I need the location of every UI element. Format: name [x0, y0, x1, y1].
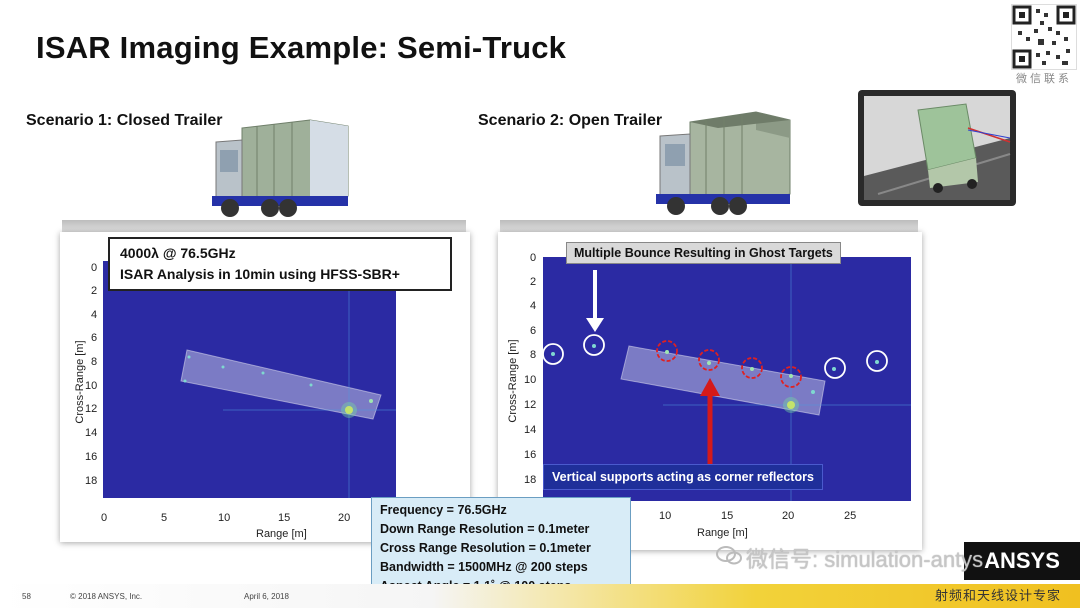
corner-reflector-circle	[656, 340, 678, 362]
right-y-tick: 2	[530, 276, 537, 288]
analysis-callout: 4000λ @ 76.5GHz ISAR Analysis in 10min u…	[108, 237, 452, 291]
param-frequency: Frequency = 76.5GHz	[380, 503, 507, 517]
qr-caption: 微信联系	[1016, 73, 1072, 85]
left-y-tick: 12	[85, 403, 98, 415]
footer-date: April 6, 2018	[244, 592, 289, 601]
right-annotations	[542, 270, 888, 464]
left-isar-plot	[103, 261, 396, 498]
left-x-tick: 5	[161, 512, 168, 524]
simulation-screenshot-inset	[858, 90, 1016, 206]
right-y-tick: 4	[530, 300, 537, 312]
left-x-axis-label: Range [m]	[256, 528, 307, 540]
corner-reflector-circle	[780, 366, 802, 388]
right-x-tick: 15	[721, 510, 734, 522]
right-y-tick: 16	[524, 449, 537, 461]
wechat-watermark-text: 微信号: simulation-antys	[746, 547, 984, 572]
ghost-arrow-head	[586, 318, 604, 332]
scenario-1-title: Scenario 1: Closed Trailer	[26, 112, 223, 129]
slide-title: ISAR Imaging Example: Semi-Truck	[36, 30, 567, 65]
left-panel-bevel	[62, 220, 466, 234]
right-isar-plot	[543, 257, 911, 501]
ghost-target-circle	[542, 343, 564, 365]
left-y-tick: 14	[85, 427, 98, 439]
closed-trailer-truck-image	[212, 116, 352, 225]
left-y-tick: 6	[91, 332, 98, 344]
callout-line-2: ISAR Analysis in 10min using HFSS-SBR+	[120, 266, 400, 282]
ghost-targets-label: Multiple Bounce Resulting in Ghost Targe…	[566, 242, 841, 264]
right-y-tick: 0	[530, 252, 537, 264]
right-y-tick: 10	[524, 374, 537, 386]
left-y-axis-label: Cross-Range [m]	[74, 340, 86, 424]
open-trailer-truck-image	[656, 108, 792, 225]
param-down-range: Down Range Resolution = 0.1meter	[380, 522, 590, 536]
page-number: 58	[22, 592, 31, 601]
scenario-2-title: Scenario 2: Open Trailer	[478, 112, 663, 129]
watermark-subtitle: 射频和天线设计专家	[935, 588, 1062, 603]
callout-line-1: 4000λ @ 76.5GHz	[120, 245, 236, 261]
corner-reflector-circle	[741, 357, 763, 379]
right-x-tick: 25	[844, 510, 857, 522]
left-y-tick: 8	[91, 356, 98, 368]
left-y-tick: 18	[85, 475, 98, 487]
left-x-tick: 15	[278, 512, 291, 524]
qr-code	[1011, 4, 1077, 70]
ghost-target-circle	[583, 334, 605, 356]
right-x-tick: 20	[782, 510, 795, 522]
left-y-tick: 10	[85, 380, 98, 392]
wechat-icon	[716, 546, 742, 565]
right-y-tick: 18	[524, 474, 537, 486]
right-y-tick: 8	[530, 349, 537, 361]
left-x-tick: 0	[101, 512, 108, 524]
param-cross-range: Cross Range Resolution = 0.1meter	[380, 541, 591, 555]
left-x-tick: 20	[338, 512, 351, 524]
param-bandwidth: Bandwidth = 1500MHz @ 200 steps	[380, 560, 588, 574]
corner-reflectors-label: Vertical supports acting as corner refle…	[543, 464, 823, 490]
left-y-tick: 2	[91, 285, 98, 297]
copyright: © 2018 ANSYS, Inc.	[70, 592, 143, 601]
corner-reflector-circle	[698, 349, 720, 371]
ghost-target-circle	[824, 357, 846, 379]
left-y-tick: 16	[85, 451, 98, 463]
left-y-tick: 4	[91, 309, 98, 321]
left-y-tick: 0	[91, 262, 98, 274]
footer-bar	[0, 584, 1080, 608]
ansys-logo: ANSYS	[964, 542, 1080, 580]
right-y-tick: 14	[524, 424, 537, 436]
right-panel-bevel	[500, 220, 918, 234]
right-x-tick: 10	[659, 510, 672, 522]
corner-arrow-head	[700, 378, 720, 396]
right-y-axis-label: Cross-Range [m]	[507, 339, 519, 423]
ghost-target-circle	[866, 350, 888, 372]
right-y-tick: 12	[524, 399, 537, 411]
right-y-tick: 6	[530, 325, 537, 337]
right-x-axis-label: Range [m]	[697, 527, 748, 539]
left-x-tick: 10	[218, 512, 231, 524]
